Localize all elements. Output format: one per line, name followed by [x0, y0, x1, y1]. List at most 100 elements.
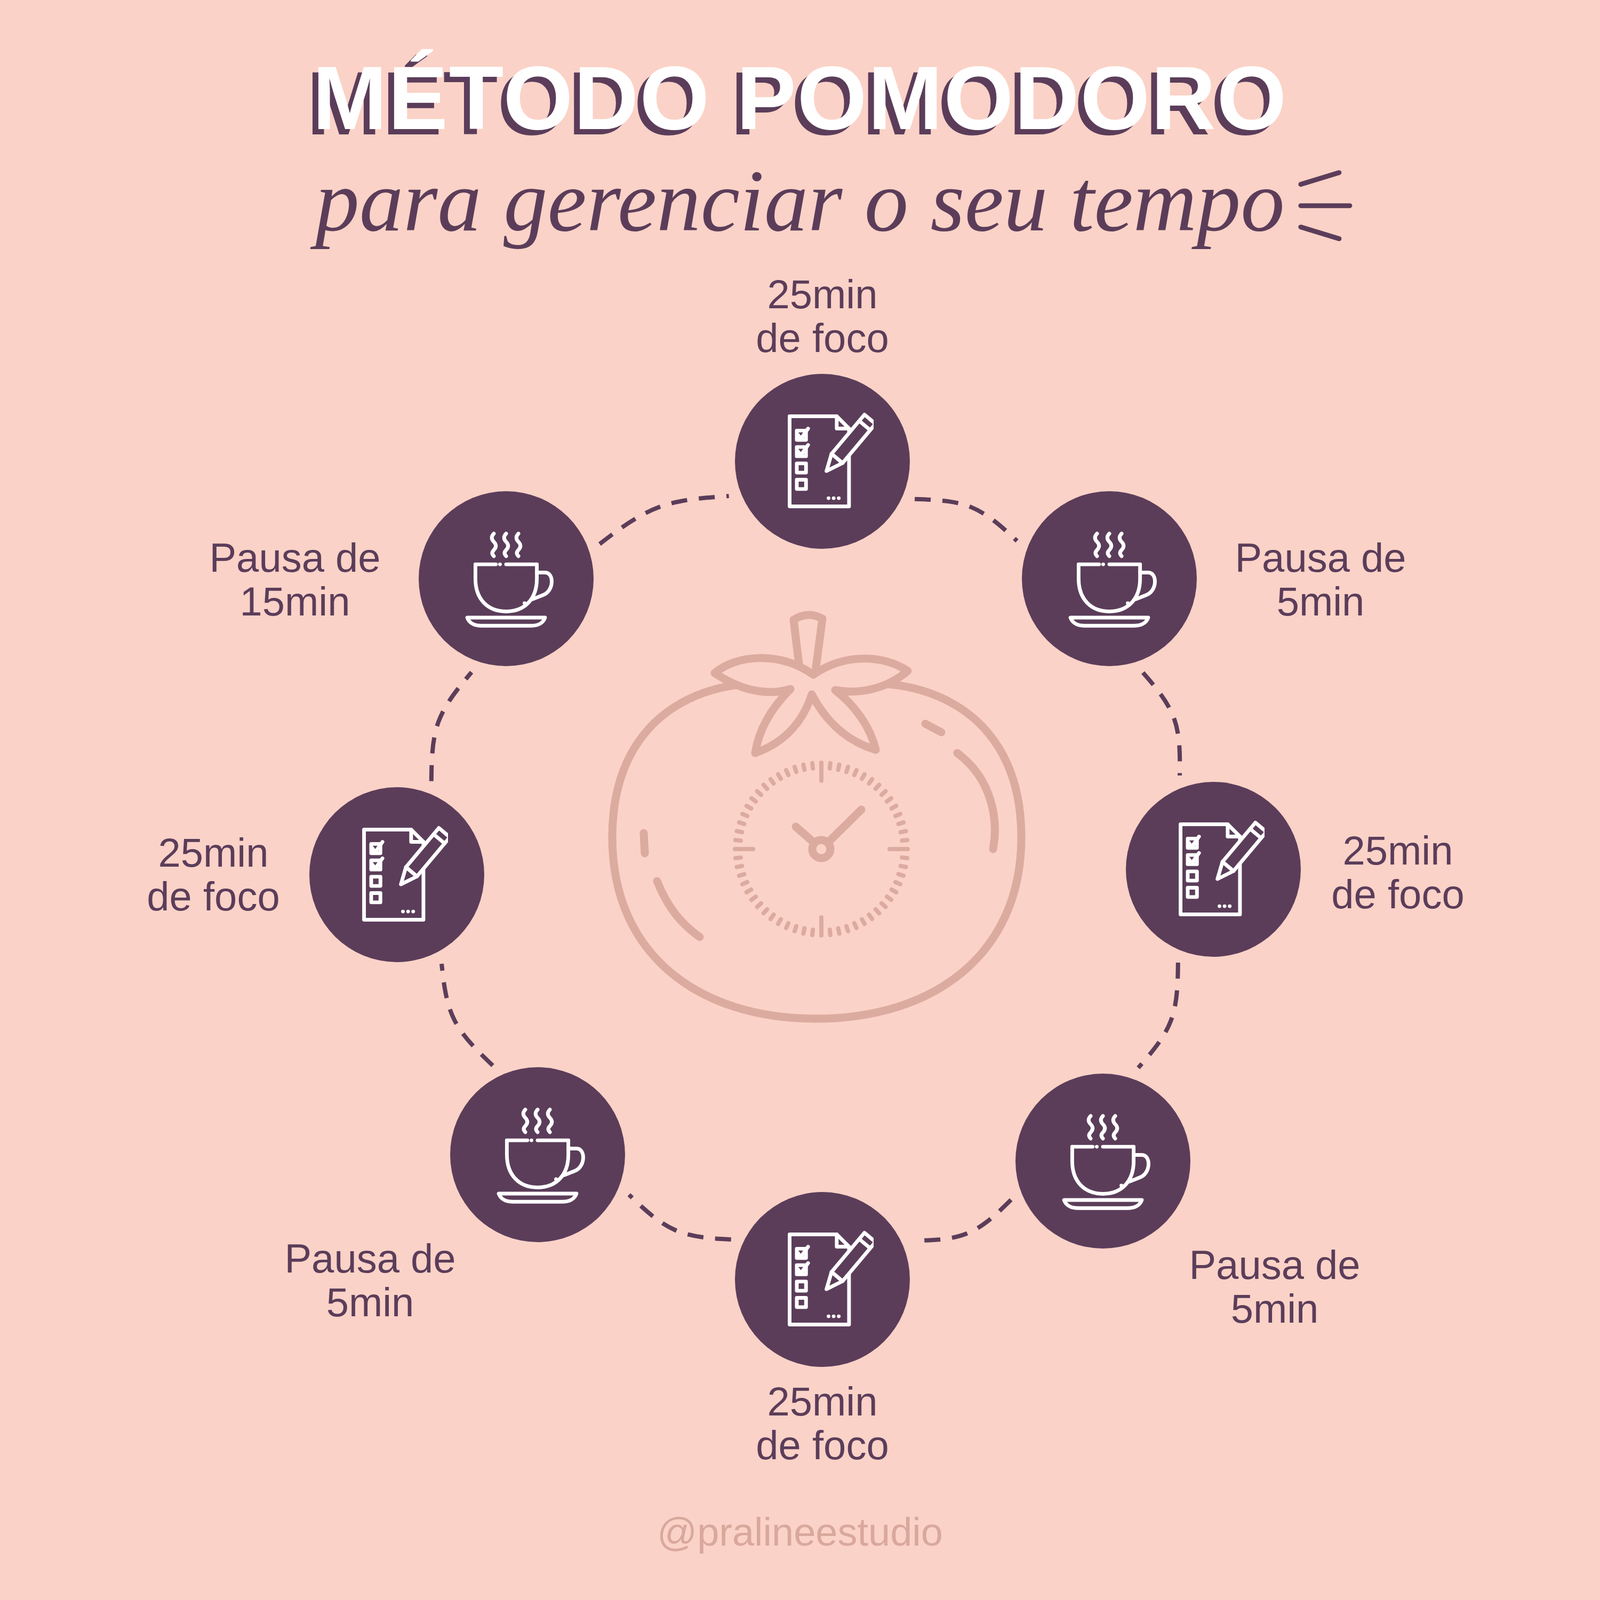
clock-ticks	[734, 762, 908, 936]
clock-tick	[854, 923, 857, 928]
clock-tick	[794, 766, 797, 773]
clock-tick	[838, 764, 840, 771]
step-label: Pausa de 15min	[204, 536, 386, 624]
dashed-connector	[599, 496, 729, 544]
clock-tick	[900, 866, 907, 868]
step-circle: 25min de foco	[734, 1191, 911, 1368]
task-icon	[789, 414, 876, 507]
clock-tick	[757, 903, 762, 908]
emphasis-line	[1300, 203, 1350, 208]
step-label: 25min de foco	[136, 830, 291, 919]
circle-fill	[734, 373, 910, 549]
clock-tick	[812, 763, 813, 769]
clock-tick	[868, 779, 872, 784]
clock-tick	[763, 909, 768, 914]
title: MÉTODO POMODORO	[0, 53, 1600, 143]
tomato-shine	[925, 723, 942, 733]
clock-tick	[900, 830, 907, 832]
clock-tick	[889, 846, 908, 852]
coffee-icon	[467, 533, 552, 627]
step-label: Pausa de 5min	[1229, 536, 1412, 624]
clock-tick	[742, 882, 748, 885]
clock-tick	[812, 929, 813, 935]
tomato-shine	[643, 833, 645, 854]
circle-shape	[734, 1191, 911, 1368]
step-circle: Pausa de 15min	[418, 490, 595, 667]
tomato-shine	[957, 753, 995, 850]
clock-tick	[891, 805, 897, 809]
clock-tick	[829, 763, 831, 769]
clock-centre	[812, 840, 831, 859]
clock-tick	[829, 929, 831, 935]
circle-fill	[418, 491, 594, 667]
dashed-connector	[914, 499, 1018, 541]
circle-shape	[1014, 1073, 1191, 1250]
clock-tick	[819, 917, 824, 936]
clock-tick	[803, 928, 805, 934]
coffee-icon	[1070, 533, 1155, 627]
clock-tick	[746, 805, 752, 809]
clock-tick	[742, 813, 748, 816]
task-icon	[1180, 822, 1267, 915]
clock-tick	[886, 896, 892, 900]
clock-tick	[778, 919, 781, 925]
clock-tick	[737, 830, 743, 832]
clock-tick	[881, 903, 886, 908]
circle-fill	[734, 1192, 910, 1367]
clock-tick	[875, 785, 880, 789]
circle-shape	[308, 786, 485, 963]
tomato-leaves	[714, 658, 908, 754]
clock-tick	[895, 882, 901, 885]
emphasis-lines	[1300, 172, 1350, 239]
clock-tick	[794, 926, 797, 932]
clock-tick	[803, 764, 805, 771]
clock-tick	[746, 889, 752, 893]
task-icon	[364, 827, 451, 920]
clock-tick	[735, 840, 741, 841]
clock-tick	[846, 926, 848, 932]
step-label: 25min de foco	[745, 272, 900, 360]
clock-tick	[751, 896, 756, 900]
step-label: 25min de foco	[1320, 828, 1476, 917]
clock-tick	[739, 874, 745, 876]
dashed-connector	[914, 1200, 1011, 1242]
step-label: Pausa de 5min	[279, 1236, 461, 1325]
clock-tick	[739, 822, 745, 824]
clock-tick	[901, 840, 908, 841]
step-circle: 25min de foco	[734, 373, 911, 550]
clock-tick	[891, 889, 897, 893]
clock-tick	[737, 866, 743, 868]
subtitle: para gerenciar o seu tempo	[0, 152, 1600, 250]
clock-tick	[901, 857, 908, 859]
clock-tick	[875, 909, 880, 914]
dashed-connector	[1138, 962, 1179, 1068]
clock-tick	[886, 798, 892, 802]
clock-tick	[854, 770, 857, 775]
clock-tick	[868, 914, 872, 919]
circle-fill	[1021, 491, 1197, 667]
clock-tick	[786, 770, 789, 775]
clock-tick	[751, 798, 756, 802]
dashed-connector	[1142, 672, 1180, 776]
coffee-icon	[498, 1109, 583, 1203]
dashed-connector	[628, 1194, 731, 1240]
clock-tick	[819, 762, 824, 781]
circle-shape	[1021, 490, 1198, 667]
emphasis-line	[1300, 227, 1340, 239]
step-circle: Pausa de 5min	[449, 1066, 626, 1243]
clock-tick	[770, 914, 774, 919]
step-circle: Pausa de 5min	[1014, 1073, 1191, 1250]
circle-shape	[1125, 781, 1302, 958]
clock-tick	[770, 779, 774, 784]
clock-tick	[838, 928, 840, 934]
clock-tick	[846, 766, 848, 773]
clock-tick	[895, 813, 901, 816]
clock-tick	[898, 822, 904, 824]
clock-tick	[881, 791, 886, 796]
clock-tick	[763, 785, 768, 789]
clock-tick	[778, 774, 781, 780]
tomato-shine	[657, 881, 700, 938]
step-circle: Pausa de 5min	[1021, 490, 1198, 667]
clock-tick	[735, 857, 741, 859]
